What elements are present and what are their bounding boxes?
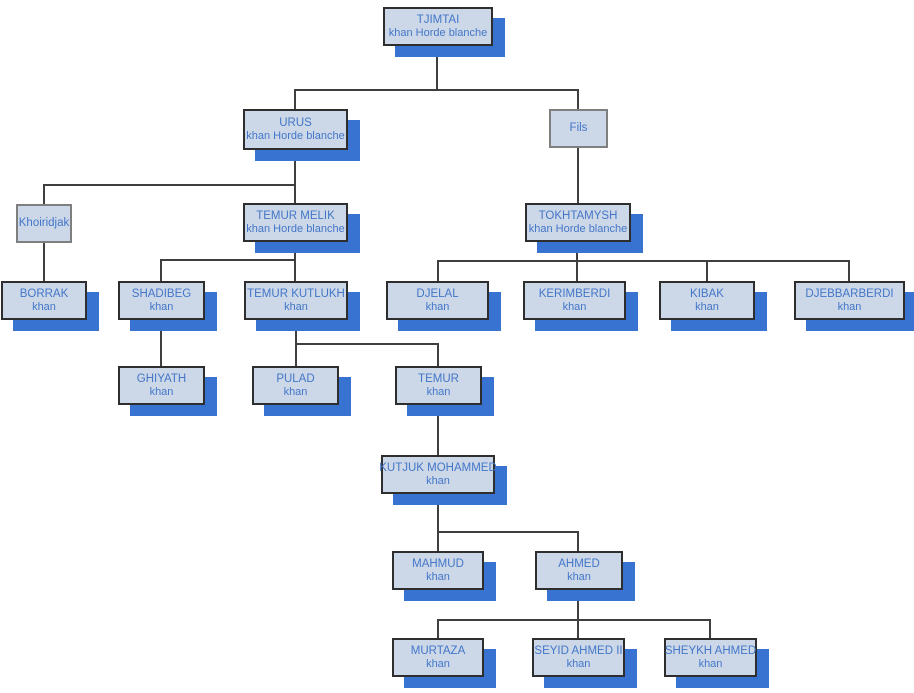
- connector-line: [437, 260, 850, 262]
- node-subtitle: khan: [566, 657, 591, 670]
- connector-line: [437, 531, 579, 533]
- node-temur-kutlukh: TEMUR KUTLUKH khan: [244, 281, 348, 320]
- connector-line: [43, 184, 45, 204]
- node-title: BORRAK: [19, 287, 69, 300]
- node-title: SHEYKH AHMED: [664, 644, 757, 657]
- connector-line: [437, 405, 439, 455]
- node-subtitle: khan Horde blanche: [246, 129, 345, 142]
- node-djebbarberdi: DJEBBARBERDI khan: [794, 281, 905, 320]
- node-temur-melik: TEMUR MELIK khan Horde blanche: [243, 203, 348, 242]
- node-title: Khoiridjak: [18, 217, 70, 229]
- connector-line: [160, 259, 162, 281]
- connector-line: [848, 260, 850, 281]
- node-title: TJIMTAI: [416, 13, 460, 26]
- node-kibak: KIBAK khan: [659, 281, 755, 320]
- connector-line: [577, 89, 579, 109]
- node-mahmud: MAHMUD khan: [392, 551, 484, 590]
- node-title: GHIYATH: [136, 372, 187, 385]
- node-title: PULAD: [276, 372, 315, 385]
- node-subtitle: khan: [426, 570, 450, 583]
- node-title: KIBAK: [690, 287, 724, 300]
- connector-line: [437, 343, 439, 366]
- node-djelal: DJELAL khan: [386, 281, 489, 320]
- connector-line: [436, 46, 438, 91]
- connector-line: [294, 89, 296, 109]
- node-subtitle: khan: [426, 657, 450, 670]
- node-khoiridjak: Khoiridjak: [16, 204, 72, 243]
- connector-line: [437, 260, 439, 281]
- node-subtitle: khan: [698, 657, 723, 670]
- connector-line: [709, 619, 711, 638]
- node-tokhtamysh: TOKHTAMYSH khan Horde blanche: [525, 203, 631, 242]
- node-title: MAHMUD: [412, 557, 464, 570]
- node-pulad: PULAD khan: [252, 366, 339, 405]
- node-title: Fils: [569, 122, 588, 134]
- connector-line: [706, 260, 708, 281]
- node-ghiyath: GHIYATH khan: [118, 366, 205, 405]
- node-subtitle: khan: [149, 300, 174, 313]
- node-title: SEYID AHMED II: [534, 644, 623, 657]
- node-subtitle: khan Horde blanche: [246, 222, 345, 235]
- node-fils: Fils: [549, 109, 608, 148]
- node-title: TOKHTAMYSH: [538, 209, 618, 222]
- node-subtitle: khan Horde blanche: [388, 26, 488, 39]
- connector-line: [160, 259, 296, 261]
- node-subtitle: khan: [562, 300, 587, 313]
- node-urus: URUS khan Horde blanche: [243, 109, 348, 150]
- connector-line: [294, 89, 579, 91]
- node-subtitle: khan: [149, 385, 174, 398]
- connector-line: [294, 242, 296, 281]
- connector-line: [294, 150, 296, 203]
- connector-line: [577, 531, 579, 551]
- node-title: TEMUR: [418, 372, 459, 385]
- connector-line: [43, 184, 296, 186]
- node-title: TEMUR MELIK: [256, 209, 335, 222]
- node-title: SHADIBEG: [131, 287, 192, 300]
- connector-line: [577, 148, 579, 203]
- node-murtaza: MURTAZA khan: [392, 638, 484, 677]
- node-temur: TEMUR khan: [395, 366, 482, 405]
- node-subtitle: khan Horde blanche: [528, 222, 628, 235]
- node-subtitle: khan: [426, 385, 451, 398]
- node-subtitle: khan: [837, 300, 862, 313]
- node-kutjuk-mohammed: KUTJUK MOHAMMED khan: [379, 455, 497, 494]
- connector-line: [295, 343, 439, 345]
- node-title: URUS: [279, 116, 312, 129]
- node-ahmed: AHMED khan: [535, 551, 623, 590]
- node-title: KERIMBERDI: [538, 287, 611, 300]
- node-kerimberdi: KERIMBERDI khan: [523, 281, 626, 320]
- node-subtitle: khan: [284, 300, 308, 313]
- connector-line: [437, 494, 439, 551]
- node-tjimtai: TJIMTAI khan Horde blanche: [383, 7, 493, 46]
- node-sheykh-ahmed: SHEYKH AHMED khan: [664, 638, 757, 677]
- node-title: DJELAL: [416, 287, 459, 300]
- connector-line: [160, 320, 162, 366]
- node-subtitle: khan: [567, 570, 591, 583]
- node-title: KUTJUK MOHAMMED: [379, 461, 497, 474]
- node-title: MURTAZA: [410, 644, 466, 657]
- node-subtitle: khan: [695, 300, 719, 313]
- node-subtitle: khan: [426, 474, 450, 487]
- connector-line: [437, 619, 711, 621]
- node-shadibeg: SHADIBEG khan: [118, 281, 205, 320]
- node-borrak: BORRAK khan: [1, 281, 87, 320]
- node-title: TEMUR KUTLUKH: [247, 287, 345, 300]
- node-subtitle: khan: [32, 300, 56, 313]
- node-title: AHMED: [558, 557, 600, 570]
- connector-line: [577, 590, 579, 638]
- node-title: DJEBBARBERDI: [805, 287, 894, 300]
- node-subtitle: khan: [283, 385, 308, 398]
- node-seyid-ahmed-ii: SEYID AHMED II khan: [532, 638, 625, 677]
- connector-line: [43, 243, 45, 281]
- node-subtitle: khan: [425, 300, 450, 313]
- connector-line: [437, 619, 439, 638]
